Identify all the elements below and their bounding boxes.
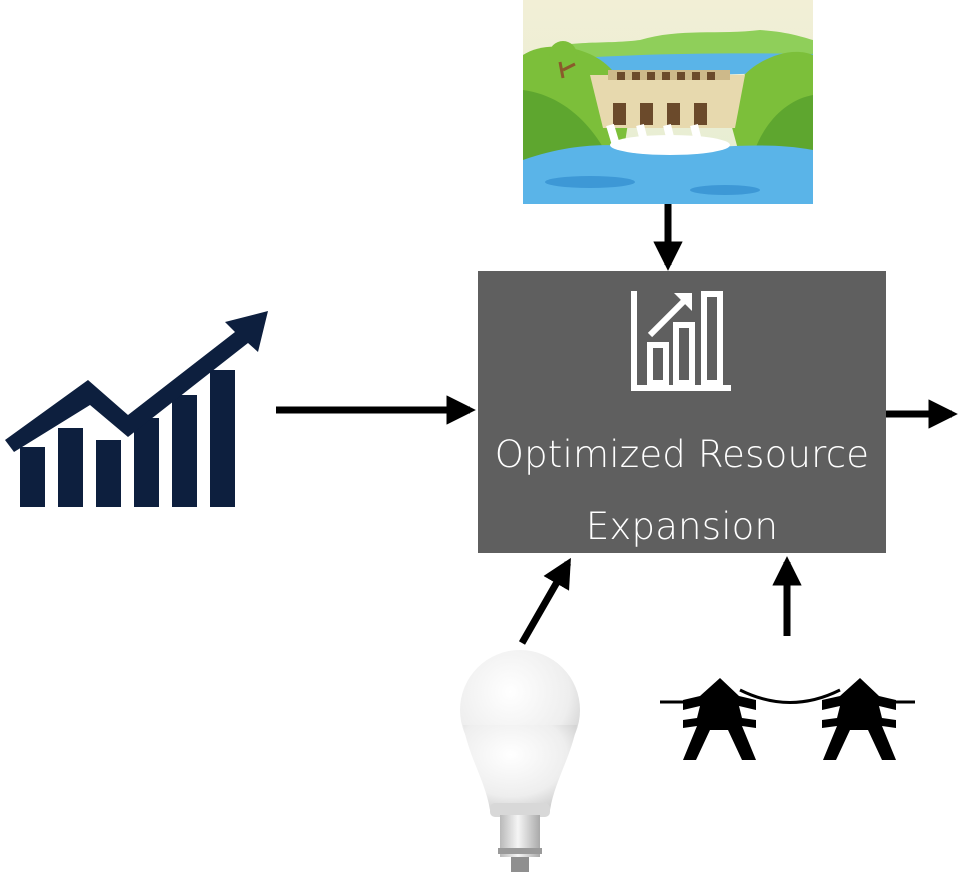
optimized-resource-expansion-node: Optimized Resource Expansion	[478, 271, 886, 553]
bar-chart-growth-icon	[631, 291, 731, 391]
hydro-dam-icon	[523, 0, 813, 204]
transmission-towers-icon	[660, 678, 915, 760]
node-title-line-1: Optimized Resource	[494, 433, 870, 476]
light-bulb-icon	[460, 650, 580, 872]
growth-chart-icon	[5, 311, 268, 507]
node-title-line-2: Expansion	[585, 505, 779, 548]
node-title: Optimized Resource Expansion	[478, 419, 886, 563]
arrow-bulb-to-center	[518, 557, 572, 645]
